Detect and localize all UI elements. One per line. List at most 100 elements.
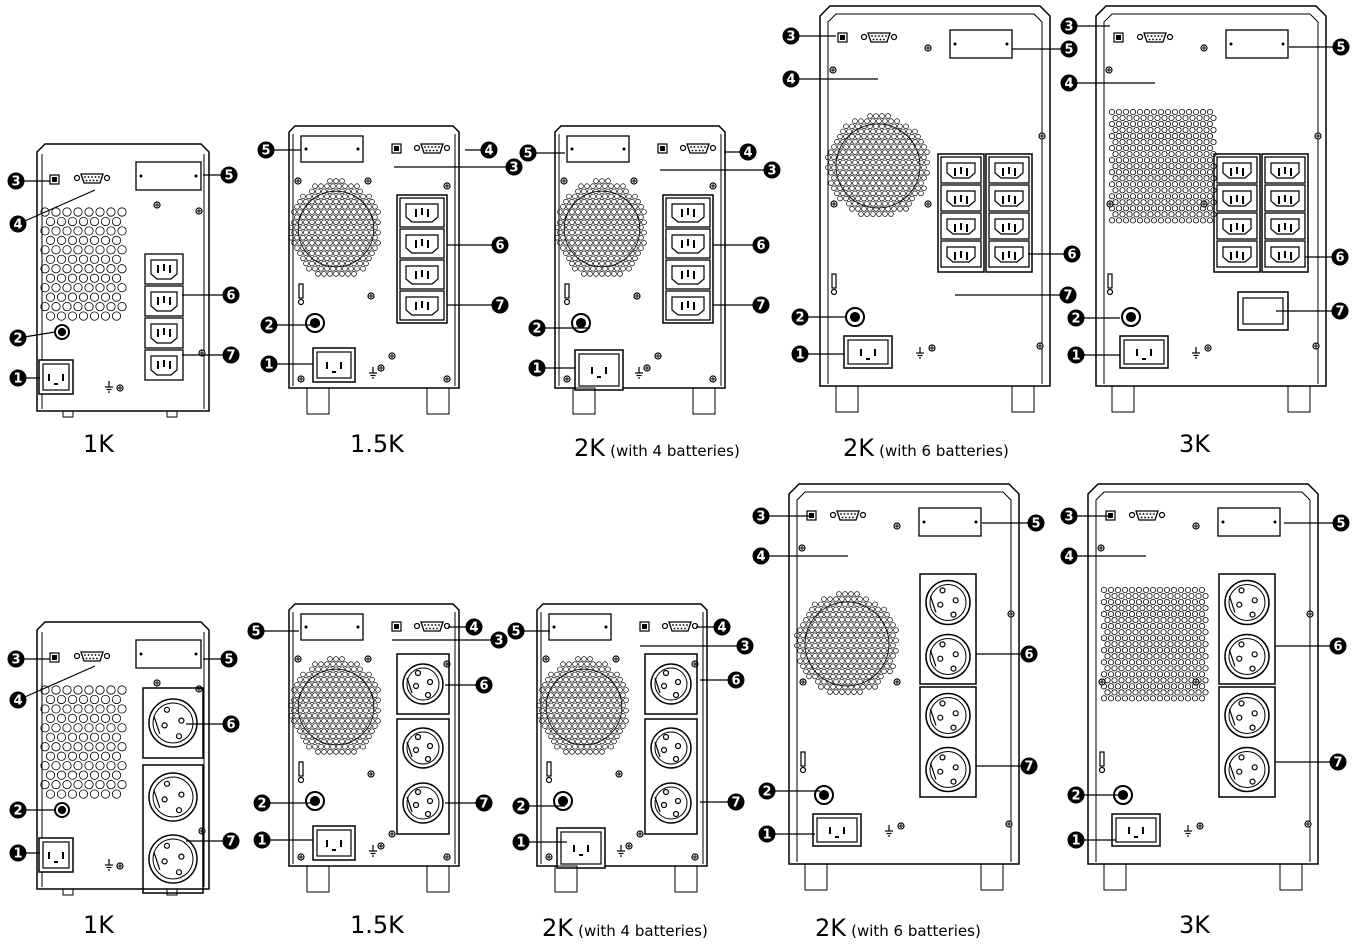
- callout-1: 1: [9, 844, 40, 862]
- callout-number: 6: [495, 239, 504, 254]
- callout-number: 7: [1063, 289, 1072, 304]
- callout-number: 2: [257, 797, 266, 812]
- callout-2: 2: [260, 316, 320, 334]
- screw-icon: [367, 770, 375, 778]
- iec-inlet-icon: [556, 827, 606, 869]
- iec-outlet-icon: [1264, 212, 1306, 240]
- rs232-port-icon: [860, 32, 898, 43]
- iec-outlet-icon: [988, 184, 1030, 212]
- screw-icon: [153, 679, 161, 687]
- screw-icon: [153, 201, 161, 209]
- callout-4: 4: [1060, 74, 1155, 92]
- schuko-outlet-icon: [148, 834, 198, 884]
- callout-4: 4: [448, 618, 483, 636]
- schuko-outlet-icon: [650, 663, 692, 705]
- iec-inlet-icon: [312, 825, 356, 861]
- iec-outlet-icon: [940, 156, 982, 184]
- screw-icon: [294, 655, 302, 663]
- callout-number: 7: [1024, 760, 1033, 775]
- fan-grille-icon: [554, 178, 647, 277]
- circuit-breaker-icon: [814, 785, 834, 805]
- screw-icon: [563, 375, 571, 383]
- callout-3: 3: [640, 637, 754, 655]
- latch-icon: [297, 283, 305, 306]
- screw-icon: [893, 678, 901, 686]
- usb-port-icon: [391, 621, 402, 632]
- callout-number: 6: [756, 239, 765, 254]
- callout-7: 7: [1275, 753, 1347, 771]
- usb-port-icon: [639, 621, 650, 632]
- screw-icon: [924, 44, 932, 52]
- callout-number: 5: [523, 147, 532, 162]
- screw-icon: [1192, 678, 1200, 686]
- snmp-slot-icon: [1217, 507, 1281, 537]
- callout-1: 1: [791, 345, 844, 363]
- callout-number: 6: [226, 718, 235, 733]
- callout-number: 7: [226, 835, 235, 850]
- callout-3: 3: [394, 158, 523, 176]
- callout-number: 3: [494, 634, 503, 649]
- screw-icon: [1314, 132, 1322, 140]
- screw-icon: [1005, 820, 1013, 828]
- iec-outlet-icon: [144, 253, 184, 285]
- screw-icon: [1204, 344, 1212, 352]
- callout-number: 5: [1064, 43, 1073, 58]
- latch-icon: [1098, 751, 1106, 774]
- rs232-port-icon: [1128, 510, 1166, 521]
- callout-7: 7: [955, 286, 1077, 304]
- callout-5: 5: [203, 650, 238, 668]
- callout-6: 6: [700, 671, 745, 689]
- screw-icon: [367, 292, 375, 300]
- screw-icon: [1200, 200, 1208, 208]
- screw-icon: [625, 842, 633, 850]
- callout-5: 5: [203, 166, 238, 184]
- callout-3: 3: [752, 507, 810, 525]
- schuko-outlet-icon: [402, 663, 444, 705]
- callout-number: 1: [795, 348, 804, 363]
- callout-5: 5: [1289, 38, 1350, 56]
- unit-2k-4bat: [554, 125, 726, 415]
- snmp-slot-icon: [1225, 29, 1289, 59]
- callout-4: 4: [752, 547, 848, 565]
- screw-icon: [1196, 822, 1204, 830]
- iec-outlet-icon: [665, 259, 711, 290]
- rs232-port-icon: [679, 143, 717, 154]
- iec-outlet-icon: [665, 197, 711, 228]
- schuko-outlet-icon: [1224, 633, 1270, 680]
- screw-icon: [195, 207, 203, 215]
- caption-top-2k-6bat: 2K (with 6 batteries): [843, 434, 1009, 462]
- callout-number: 1: [1071, 834, 1080, 849]
- screw-icon: [294, 177, 302, 185]
- iec-outlet-icon: [665, 290, 711, 321]
- iec-outlet-icon: [399, 290, 445, 321]
- schuko-outlet-icon: [925, 692, 971, 739]
- callout-number: 4: [1064, 550, 1073, 565]
- screw-icon: [1036, 342, 1044, 350]
- callout-4: 4: [724, 143, 757, 161]
- screw-icon: [364, 655, 372, 663]
- callout-number: 3: [740, 640, 749, 655]
- screw-icon: [691, 853, 699, 861]
- iec-outlet-icon: [1264, 156, 1306, 184]
- iec-outlet-icon: [940, 184, 982, 212]
- iec-outlet-icon: [144, 349, 184, 381]
- screw-icon: [830, 200, 838, 208]
- callout-number: 7: [1333, 756, 1342, 771]
- screw-icon: [897, 822, 905, 830]
- vent-grille: [1108, 108, 1217, 224]
- schuko-outlet-icon: [1224, 579, 1270, 626]
- circuit-breaker-icon: [845, 307, 865, 327]
- unit-1-5k: [288, 603, 460, 893]
- callout-3: 3: [1060, 17, 1110, 35]
- iec-outlet-icon: [940, 240, 982, 268]
- callout-number: 7: [226, 349, 235, 364]
- callout-number: 5: [1031, 517, 1040, 532]
- callout-2: 2: [758, 782, 820, 800]
- schuko-outlet-icon: [925, 746, 971, 793]
- callout-2: 2: [512, 797, 565, 815]
- usb-port-icon: [391, 143, 402, 154]
- callout-number: 7: [756, 299, 765, 314]
- callout-4: 4: [9, 189, 96, 233]
- schuko-outlet-icon: [402, 782, 444, 824]
- callout-number: 4: [484, 144, 493, 159]
